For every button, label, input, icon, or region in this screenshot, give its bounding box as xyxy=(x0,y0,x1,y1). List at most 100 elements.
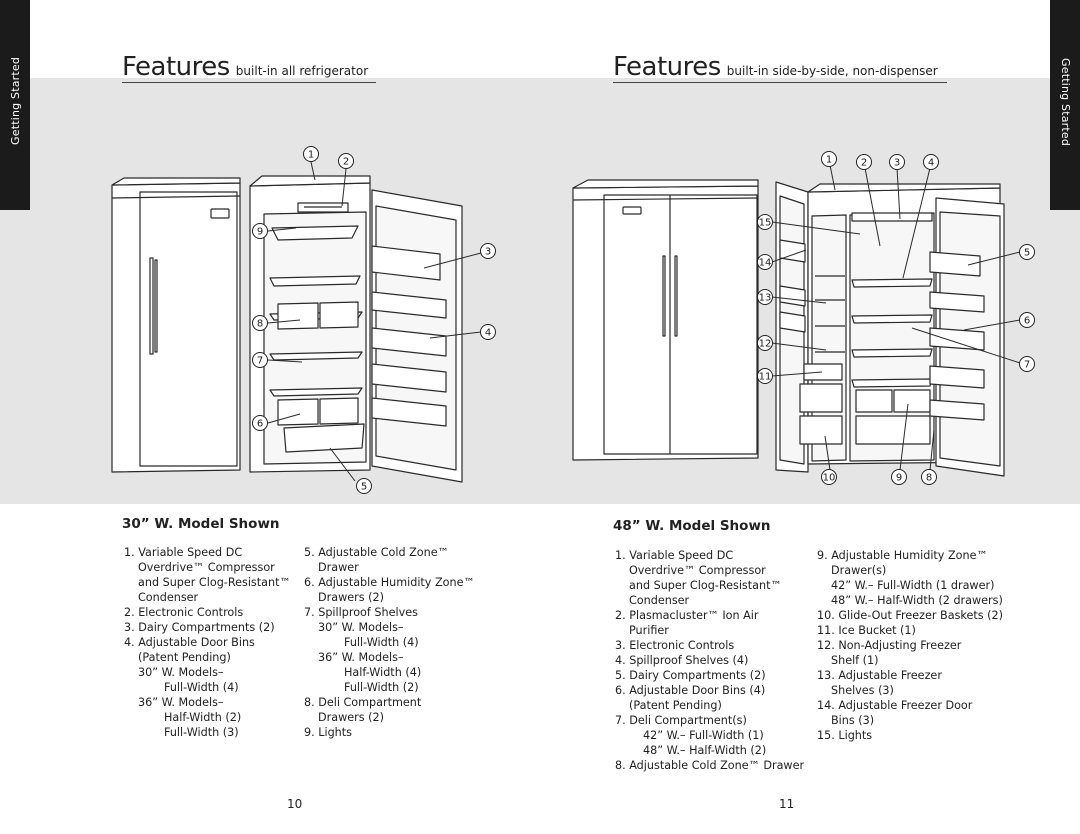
feature-line: 1. Variable Speed DC xyxy=(124,546,243,559)
svg-text:12: 12 xyxy=(759,339,772,350)
feature-line: 12. Non-Adjusting Freezer xyxy=(817,639,962,652)
feature-line: Full-Width (4) xyxy=(344,636,419,649)
feature-line: 6. Adjustable Door Bins (4) xyxy=(615,684,766,697)
callout-7-left: 7 xyxy=(252,352,268,368)
callout-5-right: 5 xyxy=(1019,244,1035,260)
feature-line: Half-Width (2) xyxy=(164,711,242,724)
callout-leader-lines xyxy=(267,161,1021,482)
feature-line: and Super Clog-Resistant™ xyxy=(629,579,782,592)
callout-3-left: 3 xyxy=(480,243,496,259)
callout-2-left: 2 xyxy=(338,153,354,169)
svg-text:1: 1 xyxy=(826,155,832,166)
right-title-subtitle: built-in side-by-side, non-dispenser xyxy=(726,64,938,78)
callout-7-right: 7 xyxy=(1019,356,1035,372)
feature-line: (Patent Pending) xyxy=(629,699,722,712)
feature-line: Drawer(s) xyxy=(831,564,887,577)
callout-5-left: 5 xyxy=(356,478,372,494)
feature-line: 5. Adjustable Cold Zone™ xyxy=(304,546,449,559)
svg-text:6: 6 xyxy=(1024,316,1030,327)
feature-line: 4. Adjustable Door Bins xyxy=(124,636,255,649)
feature-line: Full-Width (2) xyxy=(344,681,419,694)
svg-text:14: 14 xyxy=(759,258,772,269)
closed-side-by-side-48 xyxy=(572,179,759,461)
right-model-title: 48” W. Model Shown xyxy=(613,518,771,534)
open-side-by-side-48 xyxy=(775,181,1005,477)
open-refrigerator-30 xyxy=(249,175,463,483)
feature-line: 4. Spillproof Shelves (4) xyxy=(615,654,749,667)
section-tab-right: Getting Started xyxy=(1050,0,1080,210)
svg-text:2: 2 xyxy=(343,157,349,168)
callout-15-right: 15 xyxy=(757,214,773,230)
feature-line: 1. Variable Speed DC xyxy=(615,549,734,562)
closed-refrigerator-30 xyxy=(111,177,241,473)
feature-line: Drawer xyxy=(318,561,359,574)
callout-6-left: 6 xyxy=(252,415,268,431)
feature-line: 7. Deli Compartment(s) xyxy=(615,714,747,727)
callout-8-right: 8 xyxy=(921,469,937,485)
feature-line: 5. Dairy Compartments (2) xyxy=(615,669,766,682)
feature-line: and Super Clog-Resistant™ xyxy=(138,576,291,589)
svg-text:4: 4 xyxy=(928,158,934,169)
svg-text:11: 11 xyxy=(759,372,772,383)
left-title-main: Features xyxy=(122,52,230,82)
left-model-title: 30” W. Model Shown xyxy=(122,516,280,532)
callout-1-left: 1 xyxy=(303,146,319,162)
feature-line: Drawers (2) xyxy=(318,711,384,724)
callout-12-right: 12 xyxy=(757,335,773,351)
feature-line: 36” W. Models– xyxy=(318,651,404,664)
callout-9-right: 9 xyxy=(891,469,907,485)
feature-line: Drawers (2) xyxy=(318,591,384,604)
feature-line: 6. Adjustable Humidity Zone™ xyxy=(304,576,475,589)
feature-line: (Patent Pending) xyxy=(138,651,231,664)
feature-line: Half-Width (4) xyxy=(344,666,422,679)
svg-text:7: 7 xyxy=(1024,360,1030,371)
svg-text:15: 15 xyxy=(759,218,772,229)
svg-text:8: 8 xyxy=(926,473,932,484)
left-title-rule xyxy=(122,82,376,83)
svg-text:9: 9 xyxy=(896,473,902,484)
callout-11-right: 11 xyxy=(757,368,773,384)
callout-13-right: 13 xyxy=(757,289,773,305)
callout-14-right: 14 xyxy=(757,254,773,270)
svg-text:7: 7 xyxy=(257,356,263,367)
left-page-number: 10 xyxy=(287,797,303,811)
svg-text:13: 13 xyxy=(759,293,772,304)
feature-line: 30” W. Models– xyxy=(138,666,224,679)
svg-text:6: 6 xyxy=(257,419,263,430)
svg-text:4: 4 xyxy=(485,328,491,339)
svg-text:3: 3 xyxy=(894,158,900,169)
feature-line: Condenser xyxy=(629,594,690,607)
feature-line: 9. Lights xyxy=(304,726,352,739)
svg-text:2: 2 xyxy=(861,158,867,169)
svg-text:3: 3 xyxy=(485,247,491,258)
feature-line: 9. Adjustable Humidity Zone™ xyxy=(817,549,988,562)
callout-4-right: 4 xyxy=(923,154,939,170)
feature-line: 30” W. Models– xyxy=(318,621,404,634)
feature-line: 15. Lights xyxy=(817,729,873,742)
svg-text:1: 1 xyxy=(308,150,314,161)
callout-1-right: 1 xyxy=(821,151,837,167)
feature-line: 48” W.– Half-Width (2) xyxy=(643,744,767,757)
svg-text:5: 5 xyxy=(361,482,367,493)
feature-line: 42” W.– Full-Width (1) xyxy=(643,729,764,742)
feature-line: Condenser xyxy=(138,591,199,604)
feature-line: 7. Spillproof Shelves xyxy=(304,606,418,619)
feature-line: 11. Ice Bucket (1) xyxy=(817,624,916,637)
callout-3-right: 3 xyxy=(889,154,905,170)
feature-line: 2. Electronic Controls xyxy=(124,606,244,619)
callout-9-left: 9 xyxy=(252,223,268,239)
svg-text:10: 10 xyxy=(823,473,836,484)
feature-line: 10. Glide-Out Freezer Baskets (2) xyxy=(817,609,1003,622)
feature-line: Shelf (1) xyxy=(831,654,879,667)
feature-line: 8. Deli Compartment xyxy=(304,696,422,709)
feature-line: 14. Adjustable Freezer Door xyxy=(817,699,973,712)
feature-line: 8. Adjustable Cold Zone™ Drawer xyxy=(615,759,805,772)
feature-line: Full-Width (4) xyxy=(164,681,239,694)
right-page-number: 11 xyxy=(779,797,795,811)
